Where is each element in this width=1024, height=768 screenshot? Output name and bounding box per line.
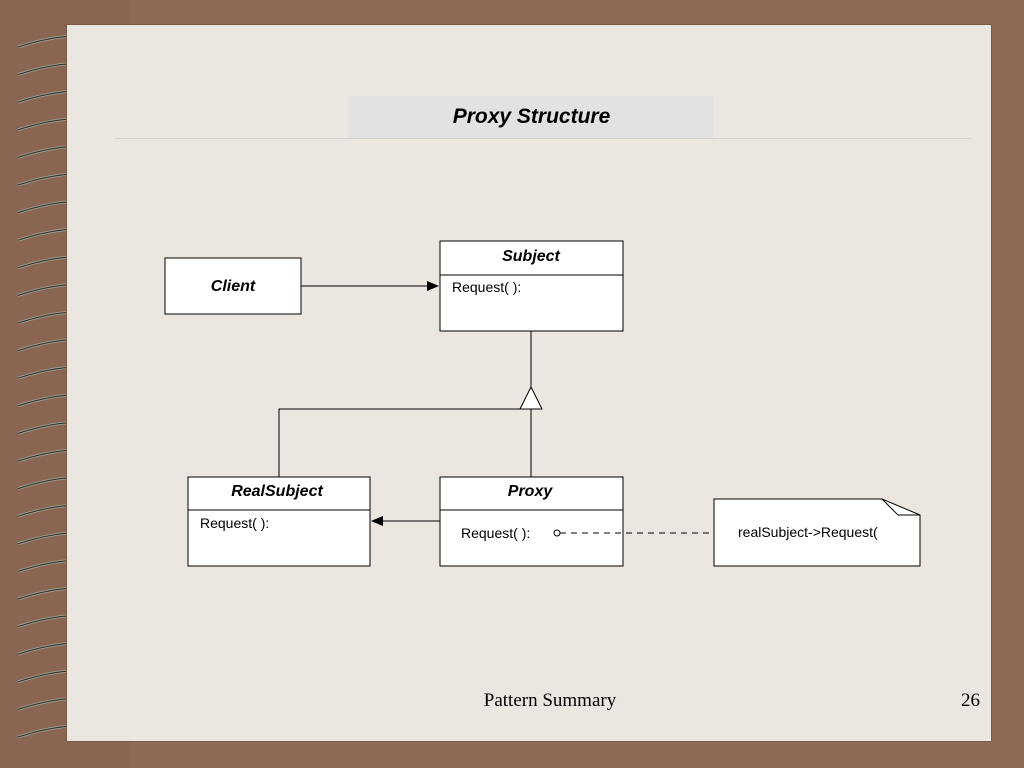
footer-label: Pattern Summary [483,690,617,711]
folded-corner-icon [881,498,920,516]
inheritance-connector [278,331,543,477]
inheritance-triangle-icon [519,385,543,410]
realsubject-class-name: RealSubject [231,483,323,500]
title-band [349,96,714,138]
proxy-class: Proxy Request( ): [439,476,624,567]
subject-operation: Request( ): [452,279,521,295]
note-text: realSubject->Request( [738,524,878,540]
title-underline [115,138,972,139]
client-class-name: Client [211,278,256,295]
implementation-note: realSubject->Request( [713,498,921,567]
slide-title: Proxy Structure [452,105,611,128]
subject-class: Subject Request( ): [439,240,624,332]
client-class: Client [164,257,302,315]
page-number: 26 [961,690,980,711]
proxy-operation: Request( ): [461,525,530,541]
slide-page [67,25,991,741]
realsubject-operation: Request( ): [200,515,269,531]
subject-class-name: Subject [502,248,560,265]
note-connector [553,529,714,537]
proxy-class-name: Proxy [508,483,554,500]
note-anchor-icon [553,529,561,537]
realsubject-class: RealSubject Request( ): [187,476,371,567]
